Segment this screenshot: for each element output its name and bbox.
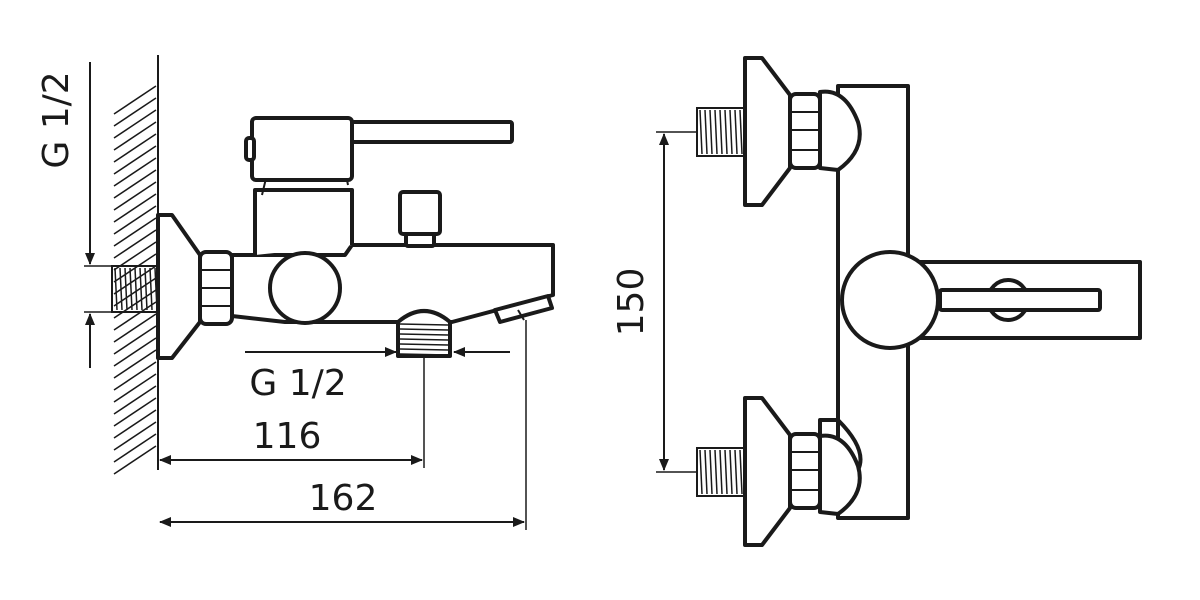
drawing-line	[699, 109, 703, 155]
drawing-line	[113, 229, 157, 259]
drawing-line	[113, 157, 157, 187]
drawing-line	[113, 97, 157, 127]
dim-116-label: 116	[253, 416, 322, 457]
drawing-line	[709, 449, 713, 495]
dim-162: 162	[159, 320, 527, 530]
wall	[113, 55, 159, 475]
drawing-line	[113, 325, 157, 355]
drawing-line	[709, 109, 713, 155]
lever-handle[interactable]	[244, 116, 514, 182]
drawing-line	[714, 109, 718, 155]
drawing-line	[699, 449, 703, 495]
drawing-line	[739, 109, 743, 155]
drawing-line	[144, 267, 148, 311]
drawing-line	[139, 267, 143, 311]
drawing-line	[719, 449, 723, 495]
dim-inlet-thread: G 1/2	[36, 62, 112, 368]
drawing-line	[719, 109, 723, 155]
inlet-thread	[111, 265, 159, 313]
front-view: 150	[611, 56, 1142, 547]
drawing-line	[399, 348, 449, 351]
drawing-line	[113, 145, 157, 175]
inlet-thread-label: G 1/2	[36, 71, 77, 168]
drawing-line	[399, 353, 449, 356]
drawing-line	[113, 133, 157, 163]
drawing-line	[113, 301, 157, 331]
drawing-line	[113, 217, 157, 247]
dim-outlet-thread: G 1/2	[245, 347, 510, 404]
drawing-line	[113, 421, 157, 451]
dim-116: 116	[159, 356, 425, 468]
front-lever[interactable]	[938, 278, 1102, 322]
drawing-line	[113, 181, 157, 211]
drawing-line	[734, 109, 738, 155]
drawing-line	[734, 449, 738, 495]
drawing-line	[399, 323, 449, 326]
drawing-line	[113, 337, 157, 367]
drawing-line	[714, 449, 718, 495]
front-knob	[840, 250, 940, 350]
drawing-line	[113, 373, 157, 403]
outlet-thread	[396, 309, 452, 358]
drawing-line	[399, 338, 449, 341]
diverter-knob[interactable]	[398, 190, 442, 248]
drawing-line	[113, 361, 157, 391]
bottom-eccentric	[696, 396, 822, 547]
drawing-line	[129, 267, 133, 311]
dim-162-label: 162	[309, 478, 378, 519]
drawing-line	[399, 333, 449, 336]
drawing-line	[113, 205, 157, 235]
drawing-line	[119, 267, 123, 311]
drawing-line	[113, 193, 157, 223]
drawing-line	[149, 267, 153, 311]
drawing-line	[704, 449, 708, 495]
drawing-line	[113, 445, 157, 475]
drawing-line	[113, 313, 157, 343]
dim-150: 150	[611, 131, 697, 473]
body-knob	[268, 251, 342, 325]
drawing-line	[113, 109, 157, 139]
drawing-line	[113, 409, 157, 439]
dim-150-label: 150	[611, 268, 652, 337]
drawing-line	[704, 109, 708, 155]
drawing-line	[724, 109, 728, 155]
top-eccentric	[696, 56, 822, 207]
wall-flange	[156, 213, 202, 360]
drawing-line	[113, 289, 157, 319]
drawing-line	[724, 449, 728, 495]
drawing-line	[399, 343, 449, 346]
drawing-line	[114, 267, 118, 311]
drawing-line	[134, 267, 138, 311]
drawing-line	[113, 85, 157, 115]
drawing-line	[124, 267, 128, 311]
side-view: G 1/2 G 1/2 116 162	[36, 55, 555, 530]
cartridge-column	[253, 188, 354, 255]
drawing-line	[154, 267, 158, 311]
drawing-line	[113, 121, 157, 151]
drawing-line	[729, 109, 733, 155]
spout-tip	[493, 294, 554, 324]
drawing-line	[113, 433, 157, 463]
drawing-line	[113, 169, 157, 199]
drawing-line	[399, 328, 449, 331]
drawing-line	[113, 349, 157, 379]
hex-nut	[198, 250, 234, 326]
outlet-thread-label: G 1/2	[249, 363, 346, 404]
drawing-line	[729, 449, 733, 495]
drawing-line	[113, 385, 157, 415]
drawing-line	[739, 449, 743, 495]
drawing-line	[113, 397, 157, 427]
